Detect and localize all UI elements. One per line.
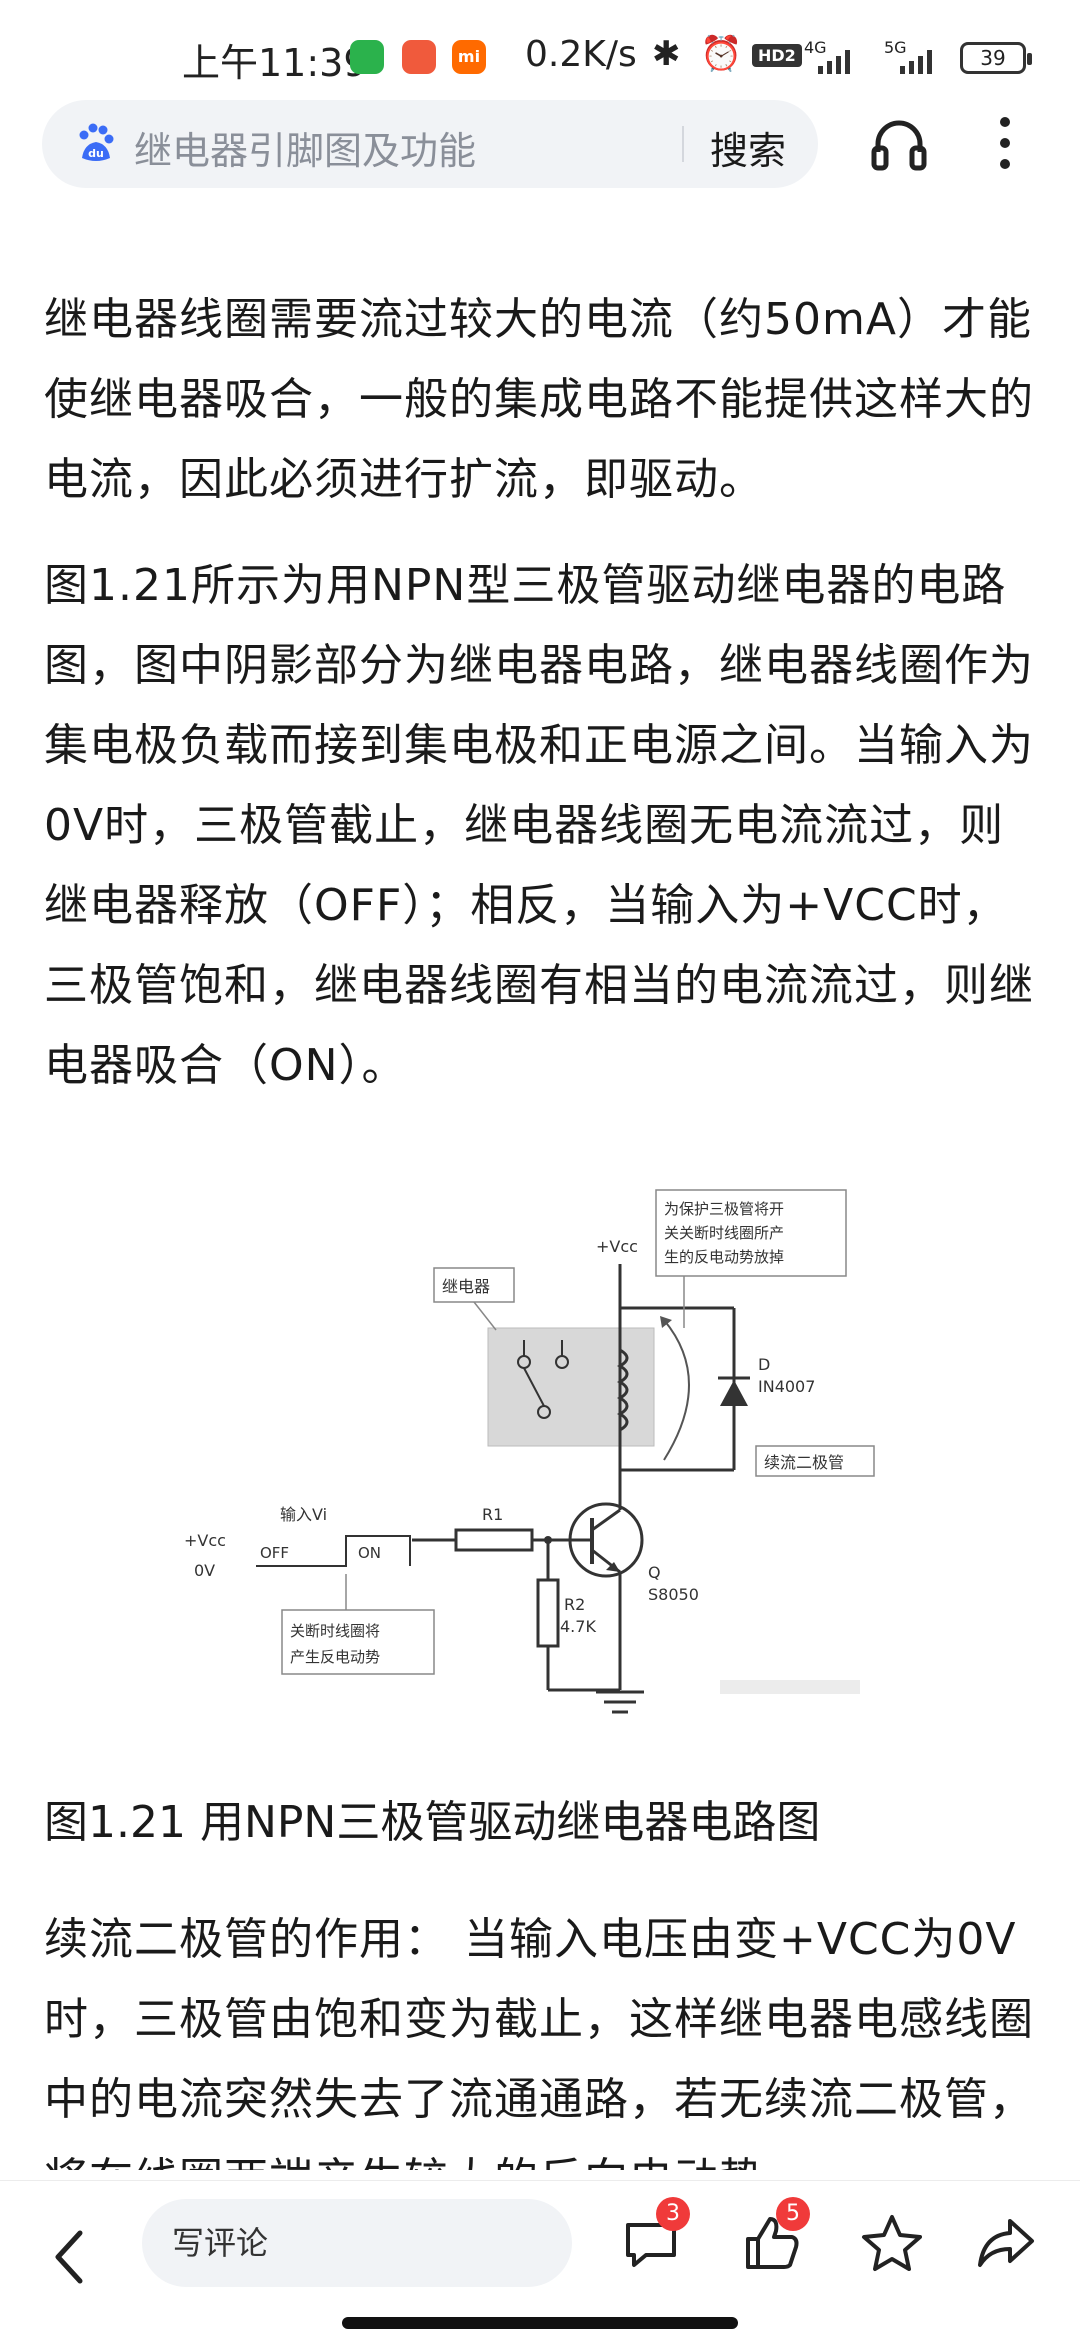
input-label: 输入Vi — [280, 1505, 327, 1524]
signal-strength-icon — [818, 48, 850, 74]
alarm-icon: ⏰ — [700, 34, 743, 74]
headphone-icon[interactable] — [868, 112, 930, 174]
diode-label: D — [758, 1355, 770, 1374]
status-time: 上午11:39 — [182, 41, 368, 85]
back-emf-note-line: 关断时线圈将 — [290, 1622, 380, 1640]
article-paragraph: 续流二极管的作用： 当输入电压由变+VCC为0V时，三极管由饱和变为截止，这样继… — [44, 1914, 1034, 2170]
protect-note-line: 为保护三极管将开 — [664, 1200, 784, 1218]
battery-icon: 39 — [960, 42, 1032, 74]
article-paragraph: 继电器线圈需要流过较大的电流（约50mA）才能使继电器吸合，一般的集成电路不能提… — [44, 294, 1034, 505]
comment-button[interactable]: 3 — [612, 2197, 692, 2283]
article-body: 继电器线圈需要流过较大的电流（约50mA）才能使继电器吸合，一般的集成电路不能提… — [44, 280, 1044, 1106]
bluetooth-icon: ✱ — [652, 34, 681, 74]
more-menu-icon[interactable] — [990, 112, 1020, 174]
transistor-label: Q — [648, 1563, 661, 1582]
figure-caption: 图1.21 用NPN三极管驱动继电器电路图 — [44, 1797, 821, 1848]
search-bar[interactable]: du 继电器引脚图及功能 搜索 — [42, 100, 818, 188]
baidu-logo-icon: du — [79, 123, 114, 161]
off-label: OFF — [260, 1544, 289, 1562]
comment-count-badge: 3 — [656, 2197, 690, 2231]
like-button[interactable]: 5 — [732, 2197, 812, 2283]
hd-voice-badge: HD2 — [752, 44, 802, 67]
search-divider — [682, 126, 684, 162]
svg-text:du: du — [88, 147, 104, 160]
signal-strength-icon-2 — [900, 48, 932, 74]
app-notification-icon — [402, 40, 436, 74]
transistor-part-label: S8050 — [648, 1585, 699, 1604]
vcc-left-label: +Vcc — [184, 1531, 226, 1550]
protect-note-line: 生的反电动势放掉 — [664, 1248, 784, 1266]
search-button[interactable]: 搜索 — [710, 129, 787, 173]
freewheel-diode-label: 续流二极管 — [764, 1453, 844, 1472]
mi-notification-icon: mi — [452, 40, 486, 74]
share-icon[interactable] — [966, 2203, 1046, 2283]
wechat-notification-icon — [350, 40, 384, 74]
home-indicator[interactable] — [342, 2317, 738, 2329]
network-type-1: 4G — [804, 38, 827, 57]
article-paragraph: 图1.21所示为用NPN型三极管驱动继电器的电路图，图中阴影部分为继电器电路，继… — [44, 560, 1034, 1091]
protect-note-line: 关关断时线圈所产 — [664, 1224, 784, 1242]
on-label: ON — [358, 1544, 381, 1562]
favorite-star-icon[interactable] — [852, 2203, 932, 2283]
relay-label: 继电器 — [442, 1277, 490, 1296]
circuit-diagram[interactable]: +Vcc 继电器 为保护三极管将开 关关断时线圈所产 生的反电动势放掉 D IN… — [44, 1180, 1044, 1740]
comment-input[interactable]: 写评论 — [142, 2199, 572, 2287]
status-bar: 上午11:39 mi 0.2K/s ✱ ⏰ HD2 4G 5G 39 — [0, 0, 1080, 100]
network-speed: 0.2K/s — [525, 34, 637, 75]
r1-label: R1 — [482, 1505, 503, 1524]
search-query[interactable]: 继电器引脚图及功能 — [134, 129, 477, 173]
vcc-top-label: +Vcc — [596, 1237, 638, 1256]
r2-value-label: 4.7K — [560, 1617, 596, 1636]
bottom-action-bar: 写评论 3 5 — [0, 2180, 1080, 2340]
like-count-badge: 5 — [776, 2197, 810, 2231]
network-type-2: 5G — [884, 38, 907, 57]
diode-part-label: IN4007 — [758, 1377, 815, 1396]
zero-volt-label: 0V — [194, 1561, 215, 1580]
r2-label: R2 — [564, 1595, 585, 1614]
back-arrow-icon[interactable] — [44, 2217, 94, 2297]
thumbs-up-icon — [746, 2217, 799, 2269]
back-emf-note-line: 产生反电动势 — [290, 1648, 380, 1666]
